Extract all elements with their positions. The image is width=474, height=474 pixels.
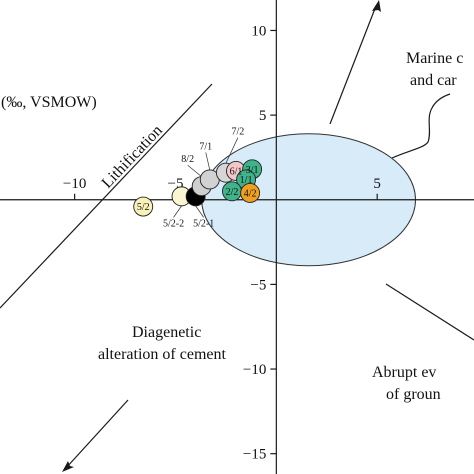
- data-point-label: 5/2-1: [193, 218, 214, 229]
- ylabel-text: (‰, VSMOW): [1, 94, 97, 111]
- data-point: [133, 196, 154, 217]
- upper-arrow-line: [329, 5, 377, 125]
- y-tick-label: −10: [243, 362, 266, 378]
- data-point-label: 1/1: [240, 175, 253, 186]
- diagenetic-label-line1: Diagenetic: [132, 324, 201, 341]
- data-point-label: 2/2: [226, 187, 239, 198]
- lithification-label: Lithification: [99, 122, 166, 192]
- lithification-line: [0, 83, 213, 309]
- data-point-label: 7/1: [199, 141, 212, 152]
- abrupt-label-line1: Abrupt ev: [372, 364, 436, 381]
- y-tick-label: −5: [250, 277, 266, 293]
- y-tick-label: −15: [243, 447, 266, 463]
- y-ticks: 10 5 −5 −10 −15: [243, 23, 277, 463]
- upper-arrowhead: [372, 0, 381, 12]
- data-point-label: 5/2: [137, 202, 150, 213]
- data-point-leader: [205, 152, 211, 171]
- point-leader-lines: [173, 137, 239, 218]
- x-tick-label: 5: [373, 176, 381, 192]
- data-point-leader: [225, 137, 239, 164]
- lower-left-arrow-line: [65, 399, 129, 469]
- marine-label-line1: Marine c: [406, 50, 463, 67]
- data-point-label: 6/1: [230, 166, 243, 177]
- data-point-label: 4/2: [244, 188, 257, 199]
- data-point-leader: [187, 164, 202, 177]
- lower-left-arrowhead: [62, 461, 74, 472]
- data-points: [133, 159, 263, 217]
- abrupt-event-line: [385, 283, 474, 341]
- marine-label-line2: and car: [410, 72, 457, 89]
- marine-leader-curve: [391, 93, 451, 159]
- y-tick-label: 10: [251, 23, 266, 39]
- data-point-label: 7/2: [232, 127, 245, 138]
- data-point-leader: [195, 205, 204, 218]
- data-point: [240, 183, 261, 203]
- y-tick-label: 5: [259, 108, 267, 124]
- x-tick-label: −10: [63, 176, 86, 192]
- data-point-label: 8/2: [181, 154, 194, 165]
- data-point-label: 5/2-2: [163, 218, 184, 229]
- abrupt-label-line2: of groun: [386, 386, 441, 403]
- data-point-leader: [173, 205, 182, 218]
- data-point-label: 3/1: [246, 165, 259, 176]
- diagenetic-label-line2: alteration of cement: [98, 346, 226, 363]
